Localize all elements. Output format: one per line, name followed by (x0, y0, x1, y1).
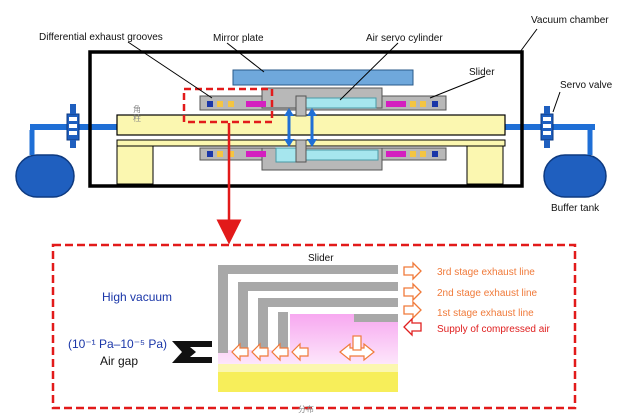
detail-focus-box (182, 87, 274, 124)
label-slider-top: Slider (469, 67, 495, 78)
buffer-tank-left (15, 154, 75, 198)
label-servo-valve: Servo valve (560, 80, 613, 91)
label-exhaust-1: 1st stage exhaust line (437, 308, 534, 319)
guide-surface-shade (218, 364, 398, 372)
cjk-side-label-line: 角 (133, 104, 141, 114)
exhaust-arrow-2 (403, 282, 422, 302)
servo-valve-right (540, 106, 554, 148)
rail-support-left (116, 143, 154, 185)
cjk-bottom-label: 分布 (298, 404, 314, 414)
vacuum-chamber (88, 50, 524, 188)
label-air-gap: Air gap (100, 354, 138, 368)
cjk-side-label: 角柱 (133, 104, 141, 123)
cjk-side-label-line: 柱 (133, 113, 141, 123)
upper-grooves-right (386, 101, 438, 107)
upper-grooves-left (207, 101, 266, 107)
label-air-servo: Air servo cylinder (366, 33, 443, 44)
lower-grooves-right (386, 151, 438, 157)
label-high-vacuum: High vacuum (102, 290, 172, 304)
air-flow-arrows (284, 108, 317, 147)
detail-panel: Slider High vacuum (10⁻¹ Pa–10⁻⁵ Pa) Air… (51, 243, 577, 414)
air-gap-bracket-icon (172, 341, 212, 363)
label-exhaust-3: 3rd stage exhaust line (437, 267, 535, 278)
mirror-plate (232, 69, 414, 86)
lower-grooves-left (207, 151, 266, 157)
lower-stem (295, 139, 307, 163)
slider-detail-body (218, 265, 398, 353)
supply-arrow (403, 317, 422, 337)
label-mirror-plate: Mirror plate (213, 33, 264, 44)
label-buffer-tank: Buffer tank (551, 203, 600, 214)
buffer-tank-right (543, 154, 607, 198)
piston-stem (295, 95, 307, 117)
rail-support-right (466, 143, 504, 185)
exhaust-arrow-1 (403, 300, 422, 320)
machine-diagram: 角柱 Differential exhaust grooves Mirror p… (15, 15, 613, 245)
label-supply: Supply of compressed air (437, 324, 551, 335)
label-exhaust-2: 2nd stage exhaust line (437, 288, 538, 299)
label-pressure-range: (10⁻¹ Pa–10⁻⁵ Pa) (68, 337, 167, 351)
exhaust-arrow-3 (403, 261, 422, 281)
detail-border (51, 243, 577, 410)
lower-cylinder-2 (305, 149, 379, 161)
label-slider-detail: Slider (308, 253, 334, 264)
label-diff-exhaust: Differential exhaust grooves (39, 32, 163, 43)
gap-flow-arrows (231, 335, 375, 362)
leader-lines (127, 28, 561, 113)
servo-valve-left (66, 104, 80, 148)
label-vacuum-chamber: Vacuum chamber (531, 15, 609, 26)
